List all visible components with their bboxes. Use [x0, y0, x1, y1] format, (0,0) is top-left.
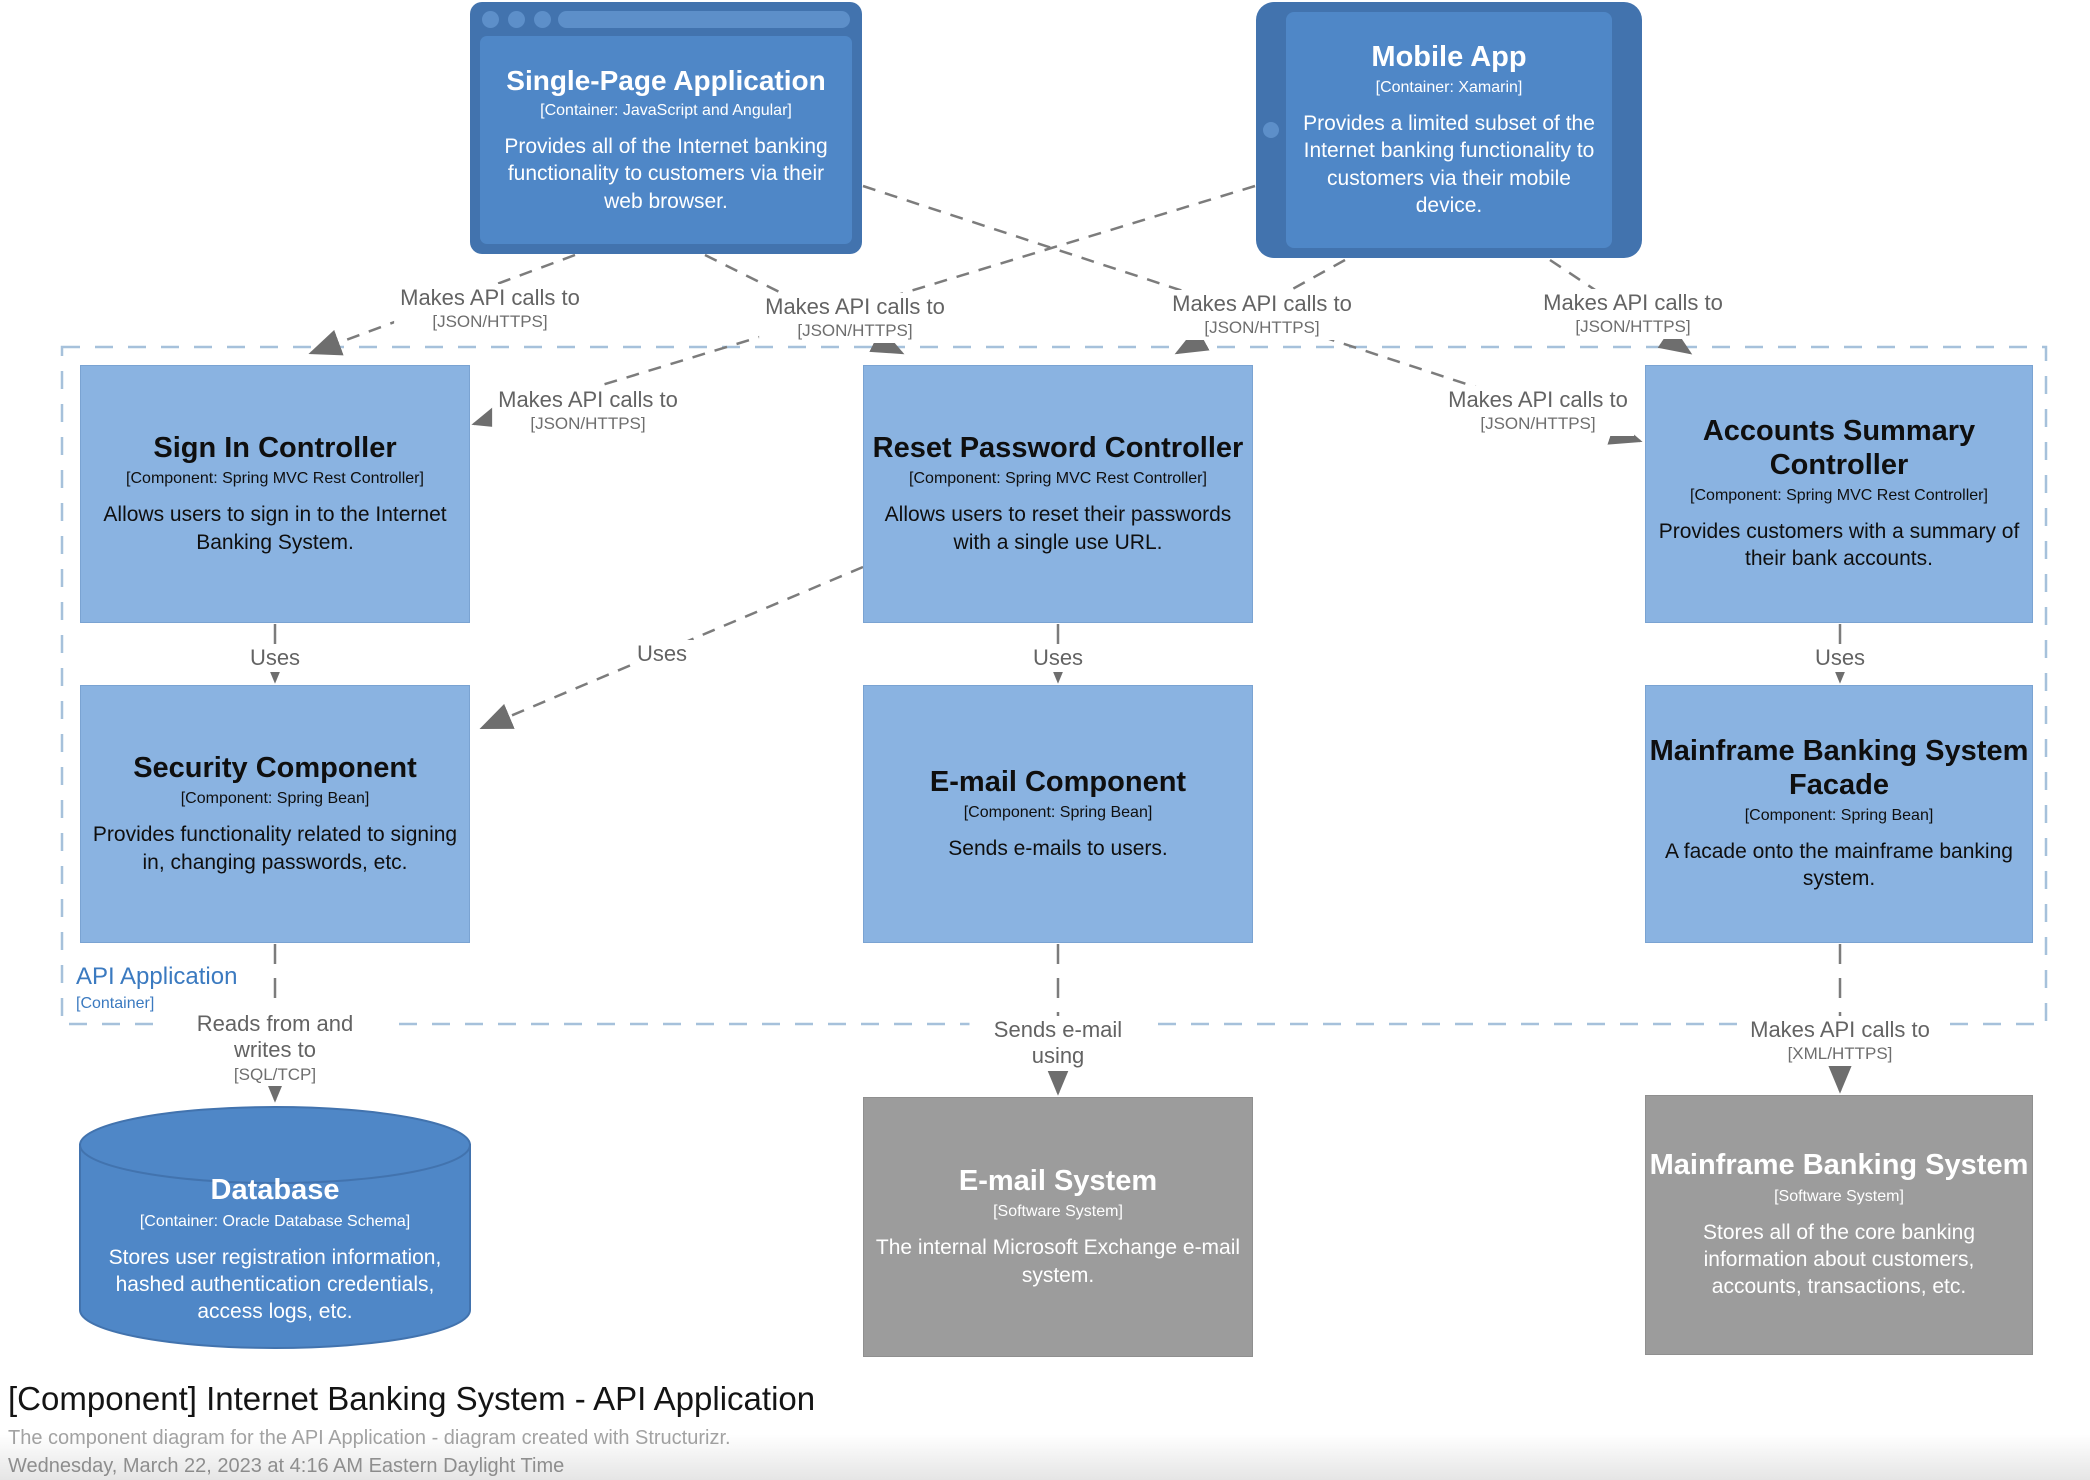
relationship-label-security-database: Reads from and writes to [SQL/TCP] — [161, 1010, 389, 1087]
relationship-label-mobile-signin: Makes API calls to [JSON/HTTPS] — [492, 386, 684, 436]
mobile-speaker-icon — [1263, 122, 1279, 138]
element-meta: [Component: Spring Bean] — [963, 804, 1153, 822]
element-meta: [Component: Spring MVC Rest Controller] — [909, 470, 1207, 488]
element-title: Reset Password Controller — [872, 432, 1244, 465]
boundary-name: API Application — [76, 963, 238, 990]
element-title: Mainframe Banking System Facade — [1649, 735, 2029, 801]
container-single-page-application[interactable]: Single-Page Application [Container: Java… — [470, 2, 862, 254]
mobile-screen: Mobile App [Container: Xamarin] Provides… — [1286, 12, 1612, 248]
software-system-mainframe-banking-system[interactable]: Mainframe Banking System [Software Syste… — [1645, 1095, 2033, 1355]
element-title: Sign In Controller — [153, 432, 397, 465]
browser-address-bar-icon — [558, 11, 850, 28]
relationship-label-facade-mainframe: Makes API calls to [XML/HTTPS] — [1744, 1016, 1936, 1066]
diagram-footer: [Component] Internet Banking System - AP… — [8, 1380, 815, 1478]
container-mobile-app[interactable]: Mobile App [Container: Xamarin] Provides… — [1256, 2, 1642, 258]
browser-dots-icon — [482, 11, 551, 28]
element-description: The internal Microsoft Exchange e-mail s… — [875, 1236, 1241, 1287]
relationship-label-mobile-resetpw: Makes API calls to [JSON/HTTPS] — [1166, 290, 1358, 340]
element-meta: [Component: Spring Bean] — [1744, 807, 1934, 825]
element-meta: [Container: Xamarin] — [1375, 79, 1523, 97]
element-meta: [Container: JavaScript and Angular] — [540, 102, 792, 120]
element-description: Provides functionality related to signin… — [92, 823, 458, 874]
relationship-label-spa-accounts: Makes API calls to [JSON/HTTPS] — [1442, 386, 1634, 436]
relationship-label-spa-resetpw: Makes API calls to [JSON/HTTPS] — [759, 293, 951, 343]
relationship-label-resetpw-security: Uses — [630, 640, 694, 669]
relationship-label-resetpw-emailcomp: Uses — [1026, 644, 1090, 673]
element-title: E-mail Component — [929, 765, 1187, 798]
component-accounts-summary-controller[interactable]: Accounts Summary Controller [Component: … — [1645, 365, 2033, 623]
boundary-label: API Application [Container] — [76, 963, 237, 1013]
element-title: Mainframe Banking System — [1649, 1149, 2029, 1182]
element-title: Security Component — [133, 752, 417, 785]
boundary-type: [Container] — [76, 994, 155, 1012]
diagram-date: Wednesday, March 22, 2023 at 4:16 AM Eas… — [8, 1455, 815, 1478]
element-description: Allows users to reset their passwords wi… — [884, 503, 1232, 554]
relationship-label-signin-security: Uses — [243, 644, 307, 673]
container-database[interactable]: Database [Container: Oracle Database Sch… — [85, 1165, 465, 1335]
element-description: Provides customers with a summary of the… — [1658, 520, 2020, 571]
element-description: Sends e-mails to users. — [948, 837, 1168, 861]
element-title: Single-Page Application — [506, 64, 826, 96]
element-title: Mobile App — [1371, 40, 1527, 73]
component-reset-password-controller[interactable]: Reset Password Controller [Component: Sp… — [863, 365, 1253, 623]
bottom-gradient — [0, 1434, 2090, 1480]
element-title: Database — [210, 1174, 340, 1207]
element-description: Provides all of the Internet banking fun… — [504, 135, 828, 213]
component-email-component[interactable]: E-mail Component [Component: Spring Bean… — [863, 685, 1253, 943]
element-title: Accounts Summary Controller — [1702, 415, 1976, 481]
element-description: A facade onto the mainframe banking syst… — [1665, 840, 2013, 891]
diagram-title: [Component] Internet Banking System - AP… — [8, 1380, 816, 1417]
element-meta: [Component: Spring MVC Rest Controller] — [126, 470, 424, 488]
element-title: E-mail System — [958, 1165, 1158, 1198]
component-security-component[interactable]: Security Component [Component: Spring Be… — [80, 685, 470, 943]
relationship-label-emailcomp-emailsys: Sends e-mail using — [969, 1016, 1147, 1071]
software-system-email-system[interactable]: E-mail System [Software System] The inte… — [863, 1097, 1253, 1357]
diagram-subtitle: The component diagram for the API Applic… — [8, 1427, 815, 1450]
relationship-label-spa-signin: Makes API calls to [JSON/HTTPS] — [394, 284, 586, 334]
component-sign-in-controller[interactable]: Sign In Controller [Component: Spring MV… — [80, 365, 470, 623]
element-description: Provides a limited subset of the Interne… — [1303, 112, 1595, 217]
relationship-label-mobile-accounts: Makes API calls to [JSON/HTTPS] — [1537, 289, 1729, 339]
element-description: Stores user registration information, ha… — [108, 1245, 442, 1324]
element-description: Allows users to sign in to the Internet … — [103, 503, 447, 554]
element-meta: [Software System] — [993, 1203, 1123, 1221]
browser-screen: Single-Page Application [Container: Java… — [480, 36, 852, 244]
component-mainframe-banking-system-facade[interactable]: Mainframe Banking System Facade [Compone… — [1645, 685, 2033, 943]
element-meta: [Software System] — [1774, 1187, 1904, 1205]
element-meta: [Container: Oracle Database Schema] — [139, 1212, 411, 1230]
element-meta: [Component: Spring Bean] — [180, 790, 370, 808]
element-description: Stores all of the core banking informati… — [1703, 1220, 1975, 1299]
element-meta: [Component: Spring MVC Rest Controller] — [1690, 487, 1988, 505]
relationship-label-accounts-facade: Uses — [1808, 644, 1872, 673]
